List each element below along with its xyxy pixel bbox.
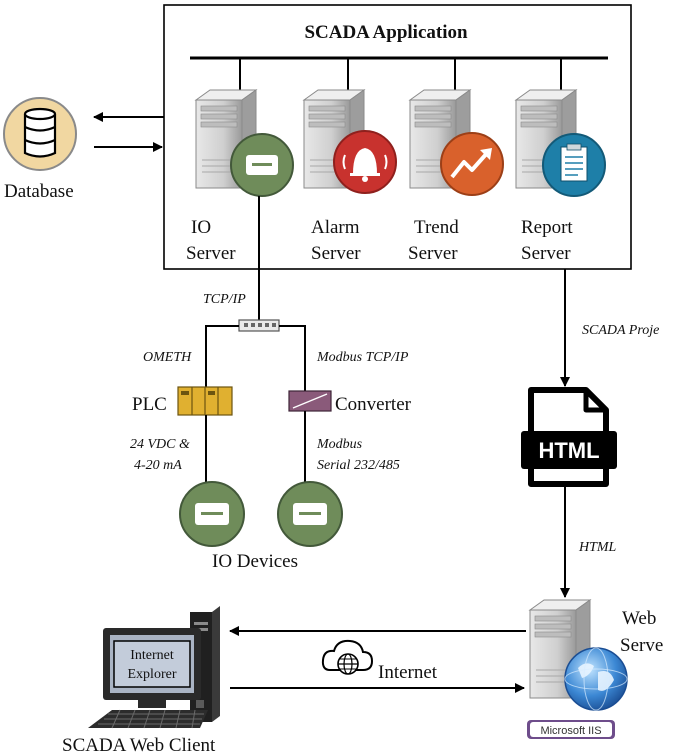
io-device-1-icon (179, 481, 245, 547)
alarm-server-label-line1: Alarm (311, 217, 360, 238)
report-server: Report Server (515, 89, 606, 264)
web-client-label: SCADA Web Client (62, 735, 216, 756)
scada-application-box (163, 4, 632, 270)
ometh-label: OMETH (143, 350, 192, 365)
io-device-icon (230, 133, 294, 197)
trend-server: Trend Server (408, 89, 504, 264)
tcpip-label: TCP/IP (203, 292, 246, 307)
io-device-2-icon (277, 481, 343, 547)
modbus-tcpip-label: Modbus TCP/IP (316, 350, 409, 365)
alarm-server: Alarm Server (303, 89, 397, 264)
client-screen-line2: Explorer (128, 667, 177, 682)
iis-label: Microsoft IIS (540, 725, 601, 737)
scada-application-title: SCADA Application (304, 22, 468, 43)
modbus-serial-label-line1: Modbus (316, 437, 363, 452)
database-label: Database (4, 181, 74, 202)
scada-project-label: SCADA Proje (582, 323, 659, 338)
report-clipboard-icon (542, 133, 606, 197)
web-server-label-line2: Serve (620, 635, 663, 656)
alarm-bell-icon (333, 130, 397, 194)
alarm-server-label-line2: Server (311, 243, 361, 264)
cloud-globe-icon (321, 639, 374, 675)
switch-to-plc-line (205, 325, 239, 387)
converter-label: Converter (335, 394, 412, 415)
html-file-icon: HTML (521, 387, 617, 487)
database-icon (23, 107, 57, 158)
io-server-label-line1: IO (191, 217, 211, 238)
trend-server-label-line2: Server (408, 243, 458, 264)
database: Database (3, 97, 77, 202)
html-file-text: HTML (538, 438, 599, 463)
globe-icon (564, 647, 628, 711)
web-server: Microsoft IIS Web Serve (527, 599, 663, 739)
report-server-label-line2: Server (521, 243, 571, 264)
network-switch-icon (238, 319, 280, 332)
io-devices-label: IO Devices (212, 551, 298, 572)
plc-signal-label-line2: 4-20 mA (134, 458, 182, 473)
report-server-label-line1: Report (521, 217, 573, 238)
switch-to-converter-line (279, 325, 306, 391)
plc-label: PLC (132, 394, 167, 415)
io-server: IO Server (186, 89, 294, 264)
converter-icon (288, 390, 332, 412)
trend-server-label-line1: Trend (414, 217, 459, 238)
trend-arrow-icon (440, 132, 504, 196)
html-label: HTML (578, 540, 617, 555)
plc-signal-label-line1: 24 VDC & (130, 437, 190, 452)
bus-drops (239, 58, 562, 90)
internet-label: Internet (378, 662, 438, 683)
io-server-label-line2: Server (186, 243, 236, 264)
modbus-serial-label-line2: Serial 232/485 (317, 458, 400, 473)
keyboard-icon (88, 709, 208, 729)
web-server-label-line1: Web (622, 608, 656, 629)
monitor-icon (103, 628, 201, 708)
plc-icon (177, 386, 233, 416)
web-client: Internet Explorer SCADA Web Client (62, 606, 220, 756)
client-screen-line1: Internet (130, 648, 174, 663)
